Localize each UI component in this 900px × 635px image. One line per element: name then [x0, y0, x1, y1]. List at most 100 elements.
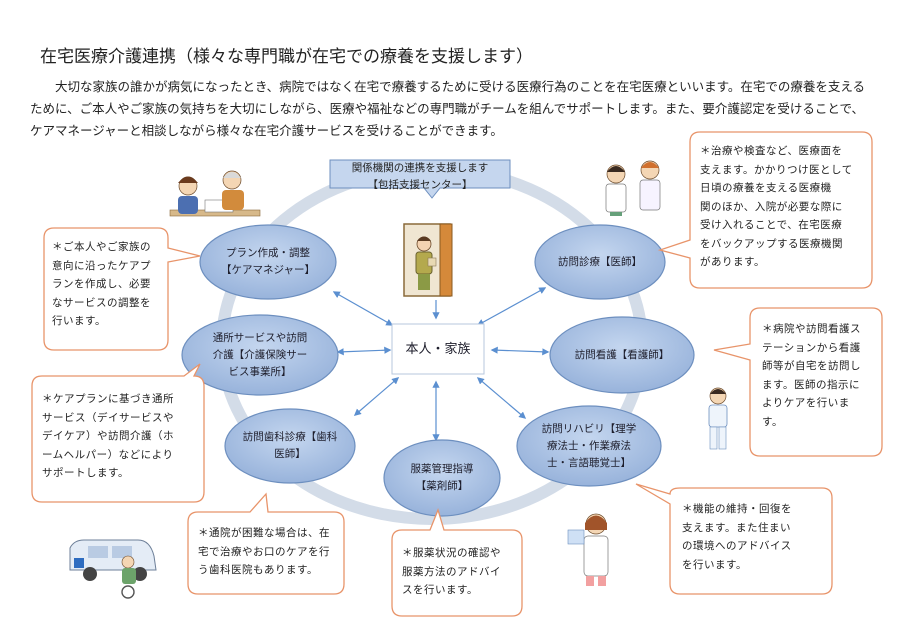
callout-dental-bubble: [187, 492, 345, 595]
node-care-manager-shape: [199, 224, 337, 300]
node-dental-line2: 医師】: [274, 448, 306, 460]
callout-nurse-bubble: [713, 307, 883, 457]
family-illustration: [403, 223, 453, 297]
node-care-manager-line2: 【ケアマネジャー】: [221, 264, 315, 276]
doctor-nurse-illustration: [605, 160, 661, 216]
node-rehab-line2: 療法士・作業療法: [547, 439, 631, 452]
callout-doctor-line: をバックアップする医療機関: [700, 237, 843, 250]
node-nurse-shape: [549, 316, 695, 394]
node-dental: 訪問歯科診療【歯科 医師】: [225, 409, 355, 483]
center-label: 本人・家族: [405, 341, 471, 357]
callout-rehab-line: ＊機能の維持・回復を: [682, 503, 792, 515]
callout-pharmacy: ＊服薬状況の確認や 服薬方法のアドバイ スを行います。: [402, 544, 522, 600]
callout-pharmacy-line: 服薬方法のアドバイ: [402, 565, 501, 578]
arrow-care-service: [336, 346, 392, 356]
node-dental-shape: [224, 408, 356, 484]
callout-care-manager-line: なサービスの調整を: [52, 296, 151, 309]
node-pharmacy: 服薬管理指導 【薬剤師】: [384, 440, 500, 516]
pharmacist-illustration: [567, 513, 609, 586]
vehicle-illustration: [69, 539, 157, 599]
node-care-service-line1: 通所サービスや訪問: [212, 331, 308, 344]
callout-dental-line: ＊通院が困難な場合は、在: [198, 527, 330, 539]
arrows: [332, 287, 550, 442]
care-manager-illustration: [169, 170, 261, 217]
callout-care-service-bubble: [31, 363, 205, 503]
callout-nurse-line: テーションから看護: [762, 341, 861, 354]
intro-paragraph: 大切な家族の誰かが病気になったとき、病院ではなく在宅で療養するために受ける医療行…: [30, 76, 875, 142]
callout-pharmacy-line: ＊服薬状況の確認や: [402, 547, 501, 559]
callout-nurse-line: よりケアを行いま: [762, 397, 850, 409]
callout-care-manager-line: 行います。: [52, 315, 106, 327]
node-care-service-line3: ビス事業所】: [228, 365, 292, 378]
therapist-illustration: [708, 387, 728, 450]
callout-dental: ＊通院が困難な場合は、在 宅で治療やお口のケアを行 う歯科医院もあります。: [198, 524, 344, 580]
callout-nurse-line: 師等が自宅を訪問し: [762, 360, 861, 372]
node-home-doctor-line1: 訪問診療【医師】: [558, 255, 642, 268]
callout-care-manager-line: 意向に沿ったケアプ: [52, 259, 151, 272]
node-rehab: 訪問リハビリ【理学 療法士・作業療法 士・言語聴覚士】: [517, 406, 661, 486]
callout-nurse-line: ＊病院や訪問看護ス: [762, 323, 861, 335]
page-title: 在宅医療介護連携（様々な専門職が在宅での療養を支援します）: [40, 47, 533, 67]
callout-pharmacy-bubble: [391, 508, 523, 617]
arrow-doctor: [476, 287, 547, 326]
callout-nurse-line: す。: [762, 415, 783, 428]
callout-dental-line: 宅で治療やお口のケアを行: [198, 545, 330, 558]
callout-pharmacy-line: スを行います。: [402, 584, 478, 596]
node-pharmacy-line1: 服薬管理指導: [410, 463, 474, 475]
node-care-service: 通所サービスや訪問 介護【介護保険サー ビス事業所】: [184, 315, 336, 395]
node-dental-line1: 訪問歯科診療【歯科: [242, 431, 338, 443]
node-rehab-line3: 士・言語聴覚士】: [547, 456, 631, 469]
arrow-care-manager: [332, 291, 394, 326]
callout-care-service-line: ームヘルパー）などにより: [42, 448, 174, 461]
callout-care-manager-line: ＊ご本人やご家族の: [52, 241, 151, 253]
node-rehab-line1: 訪問リハビリ【理学: [541, 422, 637, 435]
intro-text: 大切な家族の誰かが病気になったとき、病院ではなく在宅で療養するために受ける医療行…: [30, 79, 866, 138]
callout-rehab: ＊機能の維持・回復を 支えます。また住まい の環境へのアドバイス を行います。: [682, 500, 832, 574]
arrow-nurse: [490, 346, 550, 356]
center-family-label: 本人・家族: [392, 324, 484, 374]
node-pharmacy-shape: [383, 439, 501, 517]
node-home-doctor-shape: [534, 224, 666, 300]
callout-care-service-line: サポートします。: [42, 467, 129, 479]
node-nurse: 訪問看護【看護師】: [550, 317, 694, 393]
callout-rehab-line: を行います。: [682, 558, 747, 571]
callout-care-service: ＊ケアプランに基づき通所 サービス（デイサービスや デイケア）や訪問介護（ホ ー…: [42, 390, 202, 483]
callout-care-service-line: デイケア）や訪問介護（ホ: [42, 430, 174, 442]
support-center-banner: 関係機関の連携を支援します 【包括支援センター】: [330, 160, 510, 194]
callout-bubbles: [31, 131, 883, 617]
arrow-rehab: [476, 377, 527, 419]
callout-care-service-line: ＊ケアプランに基づき通所: [42, 393, 174, 405]
node-rehab-shape: [516, 405, 662, 487]
callout-rehab-bubble: [635, 483, 833, 595]
nodes: [181, 224, 695, 517]
callout-rehab-line: 支えます。また住まい: [682, 521, 791, 534]
arrow-dental: [353, 377, 400, 416]
node-nurse-line1: 訪問看護【看護師】: [574, 348, 670, 361]
callout-dental-line: う歯科医院もあります。: [198, 564, 318, 576]
callout-care-manager-line: ランを作成し、必要: [52, 278, 151, 290]
callout-doctor-line: があります。: [700, 256, 765, 268]
node-home-doctor: 訪問診療【医師】: [535, 225, 665, 299]
banner-arrow: [329, 159, 511, 199]
callout-doctor: ＊治療や検査など、医療面を 支えます。かかりつけ医として 日頃の療養を支える医療…: [700, 142, 870, 272]
banner-line-2: 【包括支援センター】: [367, 179, 473, 191]
callout-care-service-line: サービス（デイサービスや: [42, 411, 174, 424]
node-care-service-line2: 介護【介護保険サー: [212, 348, 308, 361]
callout-rehab-line: の環境へのアドバイス: [682, 540, 792, 552]
callout-nurse: ＊病院や訪問看護ス テーションから看護 師等が自宅を訪問し ます。医師の指示に …: [762, 320, 882, 431]
callout-doctor-line: 日頃の療養を支える医療機: [700, 182, 832, 194]
banner-line-1: 関係機関の連携を支援します: [351, 162, 489, 174]
callout-doctor-line: 受け入れることで、在宅医療: [700, 219, 843, 231]
callout-doctor-bubble: [657, 131, 873, 289]
node-pharmacy-line2: 【薬剤師】: [415, 480, 469, 492]
callout-doctor-line: ＊治療や検査など、医療面を: [700, 145, 843, 157]
center-box: [391, 323, 485, 375]
callout-care-manager-bubble: [43, 227, 201, 351]
node-care-manager-line1: プラン作成・調整: [226, 247, 310, 259]
callout-nurse-line: ます。医師の指示に: [762, 378, 860, 391]
node-care-manager: プラン作成・調整 【ケアマネジャー】: [200, 225, 336, 299]
node-care-service-shape: [181, 314, 339, 396]
callout-doctor-line: 関のほか、入院が必要な際に: [700, 200, 843, 213]
callout-doctor-line: 支えます。かかりつけ医として: [700, 163, 853, 176]
